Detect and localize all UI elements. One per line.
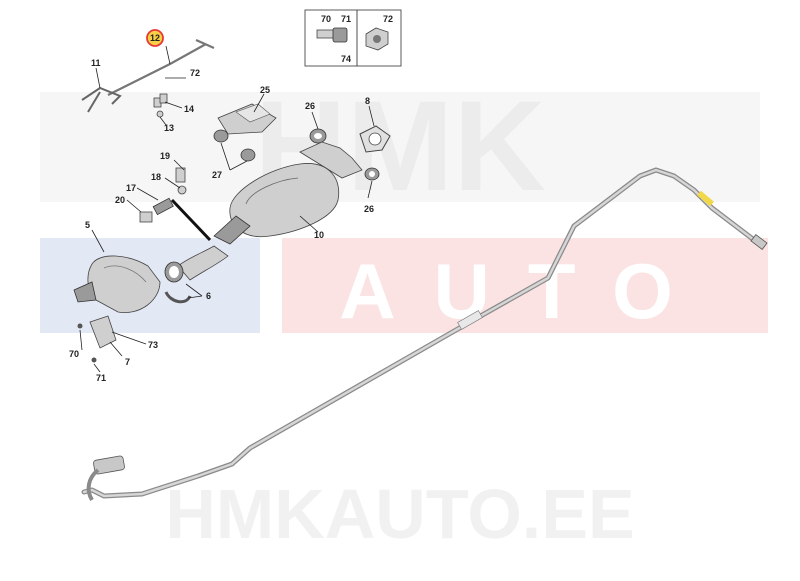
callout-5: 5 [85, 220, 90, 230]
small-clips [153, 77, 186, 126]
hardware-box: 70 71 72 74 [304, 9, 402, 67]
hw-label-72: 72 [383, 14, 393, 24]
callout-6: 6 [206, 291, 211, 301]
callout-12: 12 [150, 33, 160, 43]
callout-13: 13 [164, 123, 174, 133]
callout-73: 73 [148, 340, 158, 350]
callout-7: 7 [125, 357, 130, 367]
bolt-icon [316, 27, 348, 43]
part-27-clamps [213, 129, 256, 171]
downpipe [164, 245, 229, 304]
callout-17: 17 [126, 183, 136, 193]
callout-20: 20 [115, 195, 125, 205]
part-12-tube [107, 38, 215, 96]
callout-14: 14 [184, 104, 194, 114]
nut-icon [365, 27, 389, 51]
watermark-band-top [40, 92, 760, 202]
part-5-catalyst [73, 229, 161, 314]
part-10-dpf [213, 141, 363, 245]
part-8-gasket [359, 105, 391, 153]
hw-label-74: 74 [341, 54, 351, 64]
callout-70: 70 [69, 349, 79, 359]
callout-72: 72 [190, 68, 200, 78]
watermark-logo-bottom: AUTO [339, 247, 711, 335]
watermark: HMK AUTO HMKAUTO.EE [40, 75, 768, 553]
callout-26-bottom: 26 [364, 204, 374, 214]
watermark-site: HMKAUTO.EE [165, 475, 634, 553]
callout-11: 11 [91, 58, 101, 68]
callout-71: 71 [96, 373, 106, 383]
callout-26-top: 26 [305, 101, 315, 111]
tube-fitting [86, 455, 125, 502]
callout-19: 19 [160, 151, 170, 161]
part-11-bracket [81, 67, 122, 113]
callout-27: 27 [212, 170, 222, 180]
callout-18: 18 [151, 172, 161, 182]
part-7-bracket [77, 315, 147, 373]
part-25-shield [217, 93, 277, 135]
callout-10: 10 [314, 230, 324, 240]
hw-label-71: 71 [341, 14, 351, 24]
part-26-gaskets [309, 111, 380, 199]
sensor-assembly [126, 159, 212, 242]
watermark-block-red [282, 238, 768, 333]
callout-labels: 11 72 14 13 25 26 8 19 18 17 20 27 5 10 … [69, 58, 374, 383]
tube-stripe [697, 190, 714, 207]
callout-8: 8 [365, 96, 370, 106]
callout-12-highlight: 12 [146, 29, 164, 47]
callout-25: 25 [260, 85, 270, 95]
sensor-tube-detail [81, 167, 768, 502]
hw-label-70: 70 [321, 14, 331, 24]
